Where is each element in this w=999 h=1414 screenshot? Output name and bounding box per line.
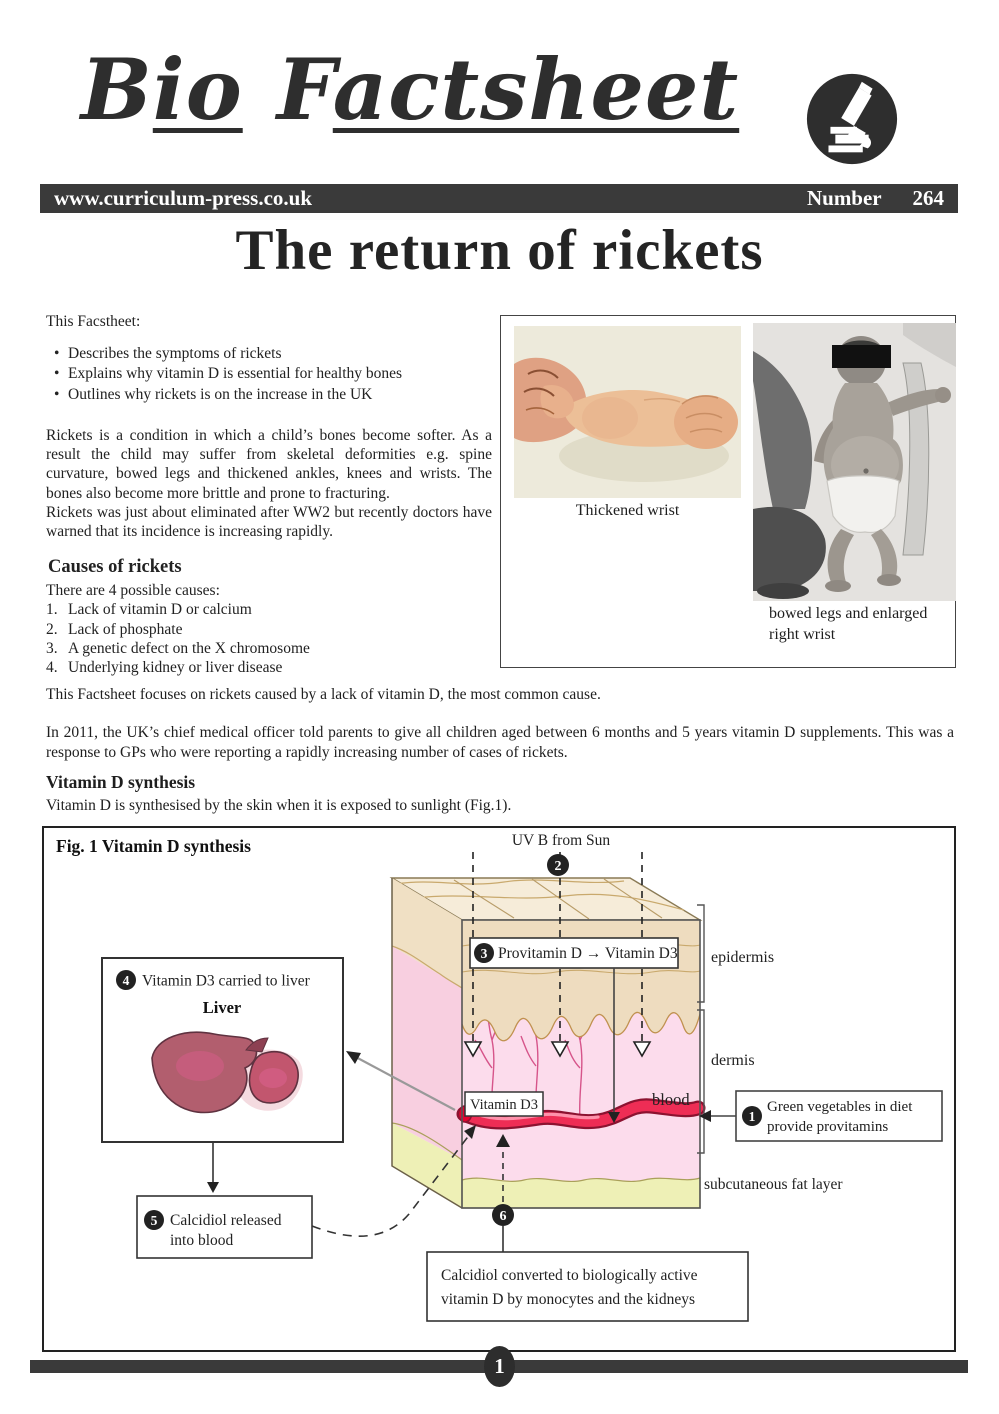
page-number: 1 (494, 1354, 505, 1378)
list-item: • Explains why vitamin D is essential fo… (46, 364, 492, 383)
causes-list: 1. Lack of vitamin D or calcium 2. Lack … (46, 600, 492, 677)
layer-brackets (697, 904, 705, 1154)
uv-label: UV B from Sun (512, 832, 611, 849)
step-3-provitamin-box: 3 Provitamin D → Vitamin D3 (469, 937, 679, 969)
causes-lead: There are 4 possible causes: (46, 582, 220, 600)
bio-factsheet-logo: Bio Factsheet (30, 40, 790, 139)
issue-number-value: 264 (912, 186, 945, 210)
focus-paragraph: This Factsheet focuses on rickets caused… (46, 686, 601, 703)
bullet-glyph: • (54, 365, 60, 383)
photo-caption: bowed legs and enlarged right wrist (769, 605, 928, 643)
svg-text:5: 5 (151, 1213, 158, 1228)
svg-text:vitamin D by monocytes and the: vitamin D by monocytes and the kidneys (441, 1291, 695, 1308)
svg-text:Provitamin D → Vitamin D3: Provitamin D → Vitamin D3 (498, 945, 678, 962)
svg-text:6: 6 (500, 1209, 507, 1224)
dermal-capillaries (474, 1006, 594, 1121)
issue-number-word: Number (806, 186, 882, 210)
intro-paragraph: Rickets is a condition in which a child’… (46, 426, 492, 502)
dermis-label: dermis (711, 1052, 755, 1069)
list-item: • Describes the symptoms of rickets (46, 344, 492, 363)
svg-text:Calcidiol released: Calcidiol released (170, 1212, 282, 1229)
figure-1-vitamin-d-synthesis: Fig. 1 Vitamin D synthesis UV B from Sun (42, 826, 956, 1352)
epidermis-label: epidermis (711, 949, 774, 966)
svg-text:4: 4 (123, 973, 130, 988)
page-title: The return of rickets (235, 219, 764, 282)
svg-text:into blood: into blood (170, 1232, 234, 1249)
svg-text:Vitamin D3 carried to liver: Vitamin D3 carried to liver (142, 973, 311, 990)
intro-lead: This Facstheet: (46, 313, 141, 330)
svg-text:3: 3 (481, 946, 488, 961)
step-6-conversion-box: Calcidiol converted to biologically acti… (426, 1251, 749, 1322)
item-number: 4. (46, 659, 58, 676)
figure-title: Fig. 1 Vitamin D synthesis (56, 836, 251, 856)
page-number-badge: 1 (484, 1346, 515, 1387)
causes-heading: Causes of rickets (48, 557, 182, 578)
bullet-glyph: • (54, 345, 60, 363)
website-link[interactable]: www.curriculum-press.co.uk (54, 186, 313, 210)
item-text: A genetic defect on the X chromosome (68, 639, 310, 657)
step-5-calcidiol-box: 5 Calcidiol released into blood (136, 1195, 313, 1259)
step-1-green-vegetables-box: 1 Green vegetables in diet provide provi… (735, 1090, 943, 1142)
list-item: 4. Underlying kidney or liver disease (46, 658, 492, 677)
logo-part-b: B (80, 40, 153, 139)
item-text: Lack of vitamin D or calcium (68, 601, 252, 619)
item-number: 2. (46, 620, 58, 638)
list-item: 1. Lack of vitamin D or calcium (46, 600, 492, 619)
list-item: 3. A genetic defect on the X chromosome (46, 639, 492, 658)
vitamin-d3-tag: Vitamin D3 (464, 1091, 544, 1117)
advice-2011-paragraph: In 2011, the UK’s chief medical officer … (46, 724, 954, 761)
header-bar: www.curriculum-press.co.uk Number 264 (40, 184, 958, 213)
svg-text:1: 1 (749, 1109, 756, 1124)
arrow-vessel-to-liver (346, 1051, 456, 1111)
logo-part-io: io (152, 40, 243, 139)
svg-text:Calcidiol converted to biologi: Calcidiol converted to biologically acti… (441, 1267, 698, 1284)
bullet-glyph: • (54, 385, 60, 403)
subcutaneous-label: subcutaneous fat layer (704, 1176, 843, 1193)
bullet-text: Describes the symptoms of rickets (68, 345, 282, 363)
step-6-marker: 6 (492, 1204, 514, 1226)
bullet-text: Explains why vitamin D is essential for … (68, 365, 403, 383)
dashed-path-step5-to-blood (311, 1133, 471, 1237)
step-4-liver-box: 4 Vitamin D3 carried to liver Liver (101, 957, 344, 1143)
synthesis-heading: Vitamin D synthesis (46, 772, 196, 792)
item-text: Underlying kidney or liver disease (68, 659, 283, 676)
uv-ray-arrowheads (463, 1041, 652, 1058)
svg-text:2: 2 (555, 859, 562, 874)
liver-illustration (151, 1031, 303, 1114)
symptom-photos-box: Thickened wrist (500, 315, 956, 668)
blood-label: blood (652, 1090, 690, 1109)
synthesis-text: Vitamin D is synthesised by the skin whe… (46, 797, 512, 814)
intro-paragraph-2: Rickets was just about eliminated after … (46, 503, 492, 540)
step-2-marker: 2 (547, 854, 569, 876)
item-text: Lack of phosphate (68, 620, 183, 638)
intro-bullet-list: • Describes the symptoms of rickets • Ex… (46, 344, 492, 404)
logo-part-actsheet: actsheet (332, 40, 740, 139)
list-item: 2. Lack of phosphate (46, 620, 492, 639)
photo-caption: Thickened wrist (575, 502, 680, 519)
bullet-text: Outlines why rickets is on the increase … (68, 385, 373, 403)
bowed-legs-photo (753, 323, 956, 601)
blood-vessel (456, 1098, 706, 1130)
intro-column: This Facstheet: • Describes the symptoms… (46, 312, 492, 677)
issue-number: Number 264 (807, 186, 944, 211)
svg-text:provide provitamins: provide provitamins (767, 1119, 888, 1135)
microscope-icon (803, 70, 901, 168)
svg-text:Green vegetables in diet: Green vegetables in diet (767, 1099, 913, 1115)
svg-text:Vitamin D3: Vitamin D3 (470, 1097, 538, 1113)
list-item: • Outlines why rickets is on the increas… (46, 385, 492, 404)
item-number: 1. (46, 601, 58, 619)
logo-part-f: F (276, 40, 333, 139)
thickened-wrist-photo (514, 326, 741, 498)
liver-title: Liver (203, 998, 242, 1017)
item-number: 3. (46, 639, 58, 657)
